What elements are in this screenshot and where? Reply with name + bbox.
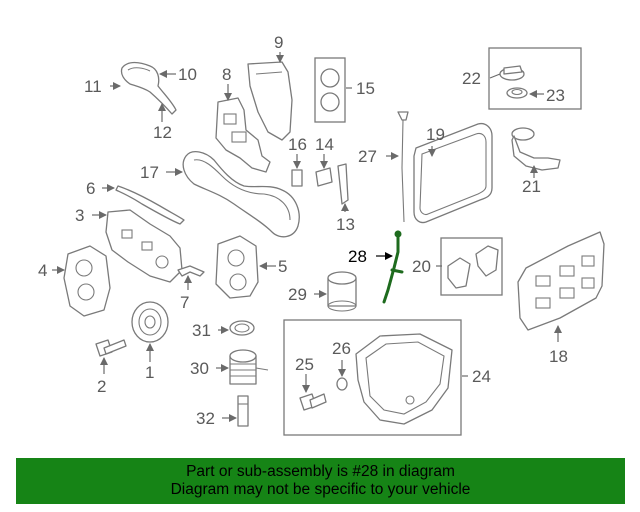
part-6 <box>115 185 185 225</box>
part-gasket-a <box>447 257 471 289</box>
parts-diagram: 11 10 12 8 9 15 16 14 13 17 6 <box>38 33 605 436</box>
callout-6[interactable]: 6 <box>86 179 95 198</box>
callout-21[interactable]: 21 <box>522 177 541 196</box>
part-dipstick <box>397 111 409 223</box>
part-belt-cover-inner <box>215 97 271 173</box>
banner-line-part: Part or sub-assembly is #28 in diagram <box>186 463 455 480</box>
callout-28[interactable]: 28 <box>348 247 367 266</box>
callout-17[interactable]: 17 <box>140 163 159 182</box>
part-7 <box>177 265 205 277</box>
callout-9[interactable]: 9 <box>274 33 283 52</box>
part-timing-belt <box>182 150 300 238</box>
callout-18[interactable]: 18 <box>549 347 568 366</box>
callout-19[interactable]: 19 <box>426 125 445 144</box>
callout-31[interactable]: 31 <box>192 321 211 340</box>
part-washer <box>336 377 348 391</box>
callout-11[interactable]: 11 <box>84 77 102 96</box>
part-oil-cooler <box>229 349 269 385</box>
callout-12[interactable]: 12 <box>153 123 172 142</box>
callout-32[interactable]: 32 <box>196 409 215 428</box>
part-oil-filter <box>327 271 357 312</box>
callout-25[interactable]: 25 <box>295 355 314 374</box>
callout-14[interactable]: 14 <box>315 135 334 154</box>
part-13 <box>337 163 349 205</box>
part-seal-box <box>314 57 346 123</box>
callout-30[interactable]: 30 <box>190 359 209 378</box>
info-banner: Part or sub-assembly is #28 in diagram D… <box>16 458 625 504</box>
part-seal-upper <box>320 68 340 88</box>
callout-5[interactable]: 5 <box>278 257 287 276</box>
callout-22[interactable]: 22 <box>462 69 481 88</box>
callout-26[interactable]: 26 <box>332 339 351 358</box>
part-crank-bolt <box>95 339 127 357</box>
callout-24[interactable]: 24 <box>472 367 491 386</box>
part-crank-pulley <box>131 301 169 343</box>
leader-22 <box>489 73 501 79</box>
part-filler-cap <box>499 65 525 81</box>
callout-4[interactable]: 4 <box>38 261 47 280</box>
part-5 <box>215 235 259 299</box>
callout-29[interactable]: 29 <box>288 285 307 304</box>
callout-20[interactable]: 20 <box>412 257 431 276</box>
callout-2[interactable]: 2 <box>97 377 106 396</box>
part-pan-gasket <box>413 122 493 224</box>
part-main-timing-cover <box>105 209 183 283</box>
part-cap-seal <box>506 87 528 99</box>
callout-7[interactable]: 7 <box>180 293 189 312</box>
callout-23[interactable]: 23 <box>546 86 565 105</box>
part-dipstick-tube-highlighted[interactable] <box>382 230 404 304</box>
callout-27[interactable]: 27 <box>358 147 377 166</box>
callout-1[interactable]: 1 <box>145 363 154 382</box>
callout-8[interactable]: 8 <box>222 65 231 84</box>
banner-line-disclaimer: Diagram may not be specific to your vehi… <box>170 481 471 498</box>
callout-10[interactable]: 10 <box>178 65 197 84</box>
callout-16[interactable]: 16 <box>288 135 307 154</box>
part-drain-plug <box>299 393 327 411</box>
part-oil-pan <box>355 333 453 425</box>
part-timing-gasket <box>120 61 177 115</box>
part-filler-neck <box>511 127 561 171</box>
part-gasket-b <box>475 245 499 277</box>
callout-15[interactable]: 15 <box>356 79 375 98</box>
part-connector-pipe <box>237 395 249 427</box>
part-upper-cover <box>247 61 293 141</box>
part-4 <box>63 245 111 317</box>
part-14 <box>315 167 333 187</box>
callout-3[interactable]: 3 <box>75 206 84 225</box>
part-baffle-plate <box>517 231 605 331</box>
part-16 <box>291 169 303 187</box>
callout-13[interactable]: 13 <box>336 215 355 234</box>
part-o-ring <box>229 320 255 336</box>
part-seal-lower <box>320 92 340 112</box>
